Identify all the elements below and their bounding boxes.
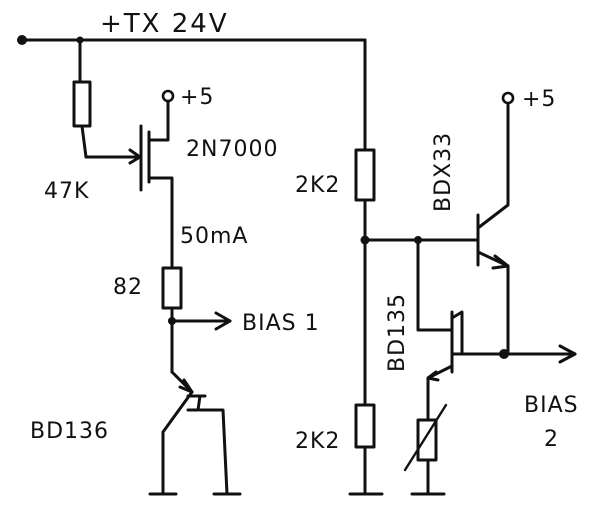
transistor-bdx33 xyxy=(476,91,515,359)
resistor-47k xyxy=(72,38,142,165)
trimmer-potentiometer xyxy=(403,398,448,496)
mosfet-2n7000 xyxy=(139,89,175,270)
bias1-label: BIAS 1 xyxy=(242,311,320,336)
r-gate-label: 47K xyxy=(44,179,89,204)
r-2k2-bottom-label: 2K2 xyxy=(295,429,340,454)
resistor-82 xyxy=(161,266,183,374)
bias2-label-line1: BIAS xyxy=(524,393,579,418)
r-2k2-top-label: 2K2 xyxy=(295,173,340,198)
current-label: 50mA xyxy=(180,224,248,249)
transistor-bd135 xyxy=(416,238,464,402)
bd135-label: BD135 xyxy=(385,293,410,372)
bdx33-label: BDX33 xyxy=(431,132,456,212)
plus5-right-label: +5 xyxy=(522,87,556,112)
bias2-arrow xyxy=(450,344,577,364)
base-node xyxy=(360,235,480,245)
bias2-label-line2: 2 xyxy=(544,427,559,452)
bias1-arrow xyxy=(170,311,232,331)
transistor-bd136 xyxy=(148,370,242,496)
plus5-top-label: +5 xyxy=(180,85,214,110)
resistor-2k2-bottom xyxy=(348,403,384,496)
r-82-label: 82 xyxy=(113,275,143,300)
supply-rail-label: +TX 24V xyxy=(100,9,229,39)
resistor-2k2-top xyxy=(354,148,376,407)
mosfet-label: 2N7000 xyxy=(186,137,278,162)
bd136-label: BD136 xyxy=(30,419,109,444)
